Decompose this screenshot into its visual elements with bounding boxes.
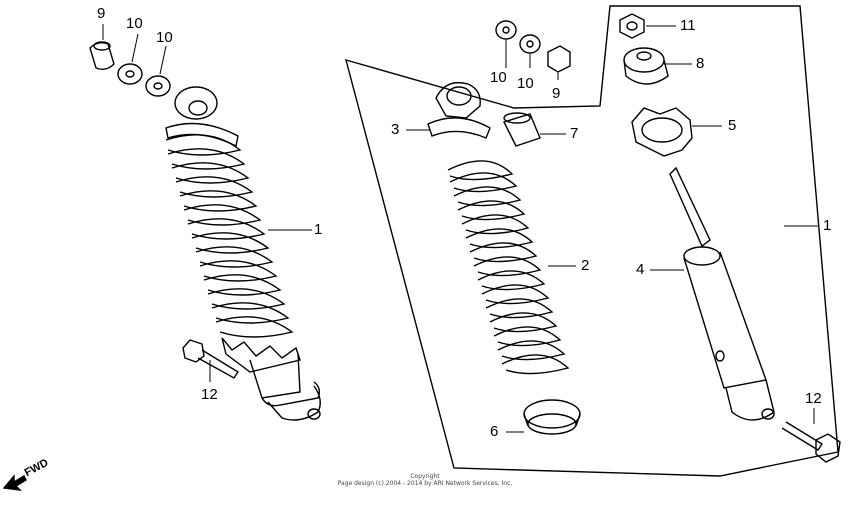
exploded-view-frame <box>345 5 839 477</box>
callout-12-right: 12 <box>805 390 822 407</box>
callout-3: 3 <box>391 121 400 138</box>
callout-10-d: 10 <box>517 75 534 92</box>
callout-7: 7 <box>570 125 579 142</box>
damper-unit <box>669 166 775 421</box>
copyright-notice: Copyright Page design (c) 2004 - 2014 by… <box>330 473 520 487</box>
callout-10-b: 10 <box>156 29 173 46</box>
right-top-hardware <box>495 20 571 73</box>
spring-seat-ring <box>523 399 581 435</box>
callout-10-a: 10 <box>126 15 143 32</box>
right-bolt <box>781 421 841 463</box>
callout-9-left: 9 <box>97 5 106 22</box>
copyright-line-1: Copyright <box>410 473 440 480</box>
top-nut <box>619 13 645 39</box>
callout-1-right: 1 <box>823 217 832 234</box>
callout-4: 4 <box>636 261 645 278</box>
callout-11: 11 <box>680 17 696 34</box>
callout-10-c: 10 <box>490 69 507 86</box>
callout-6: 6 <box>490 423 499 440</box>
top-rubber-mount <box>623 47 669 85</box>
copyright-line-2: Page design (c) 2004 - 2014 by ARI Netwo… <box>337 479 513 487</box>
callout-5: 5 <box>728 117 737 134</box>
coil-spring <box>447 160 570 375</box>
left-top-hardware <box>89 41 171 97</box>
spring-adjuster <box>631 107 693 157</box>
left-shock-assembly <box>165 86 321 421</box>
spring-top-mount <box>427 81 491 139</box>
fwd-arrow-icon <box>2 474 27 491</box>
callout-1-left: 1 <box>314 221 323 238</box>
callout-2: 2 <box>581 257 590 274</box>
left-bolt <box>182 339 239 379</box>
leader-lines <box>102 24 818 433</box>
callout-9-right: 9 <box>552 85 561 102</box>
callout-8: 8 <box>696 55 705 72</box>
callout-12-left: 12 <box>201 386 218 403</box>
rubber-bushing <box>503 112 541 147</box>
